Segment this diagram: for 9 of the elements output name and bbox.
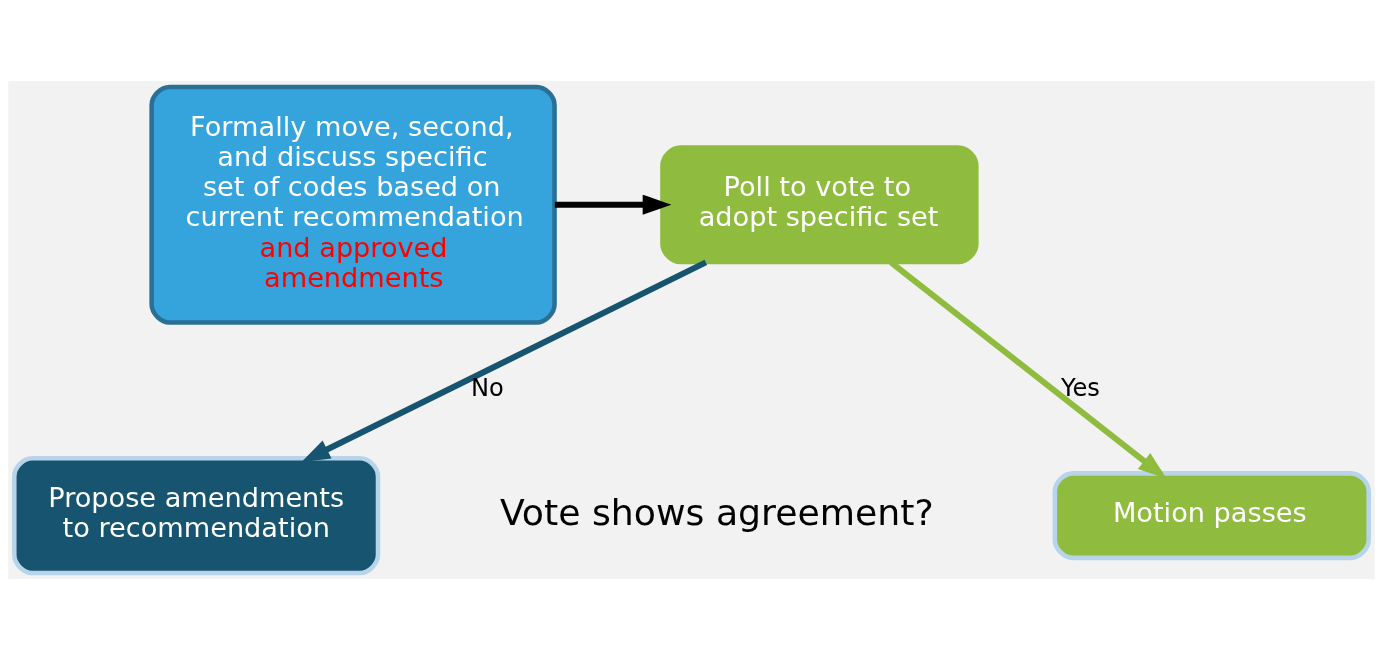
node-box: Propose amendments to recommendation	[12, 456, 381, 576]
arrow	[301, 259, 708, 463]
label: Vote shows agreement?	[499, 490, 934, 534]
node-box: Formally move, second, and discuss specific set of codes based on current recommendation and approved amendments	[149, 84, 557, 325]
node-box: Motion passes	[1052, 471, 1371, 561]
edge-label: No	[470, 374, 504, 403]
arrow	[554, 194, 672, 215]
edge-label: Yes	[1060, 374, 1100, 403]
node-box: Poll to vote to adopt specific set	[660, 145, 979, 265]
